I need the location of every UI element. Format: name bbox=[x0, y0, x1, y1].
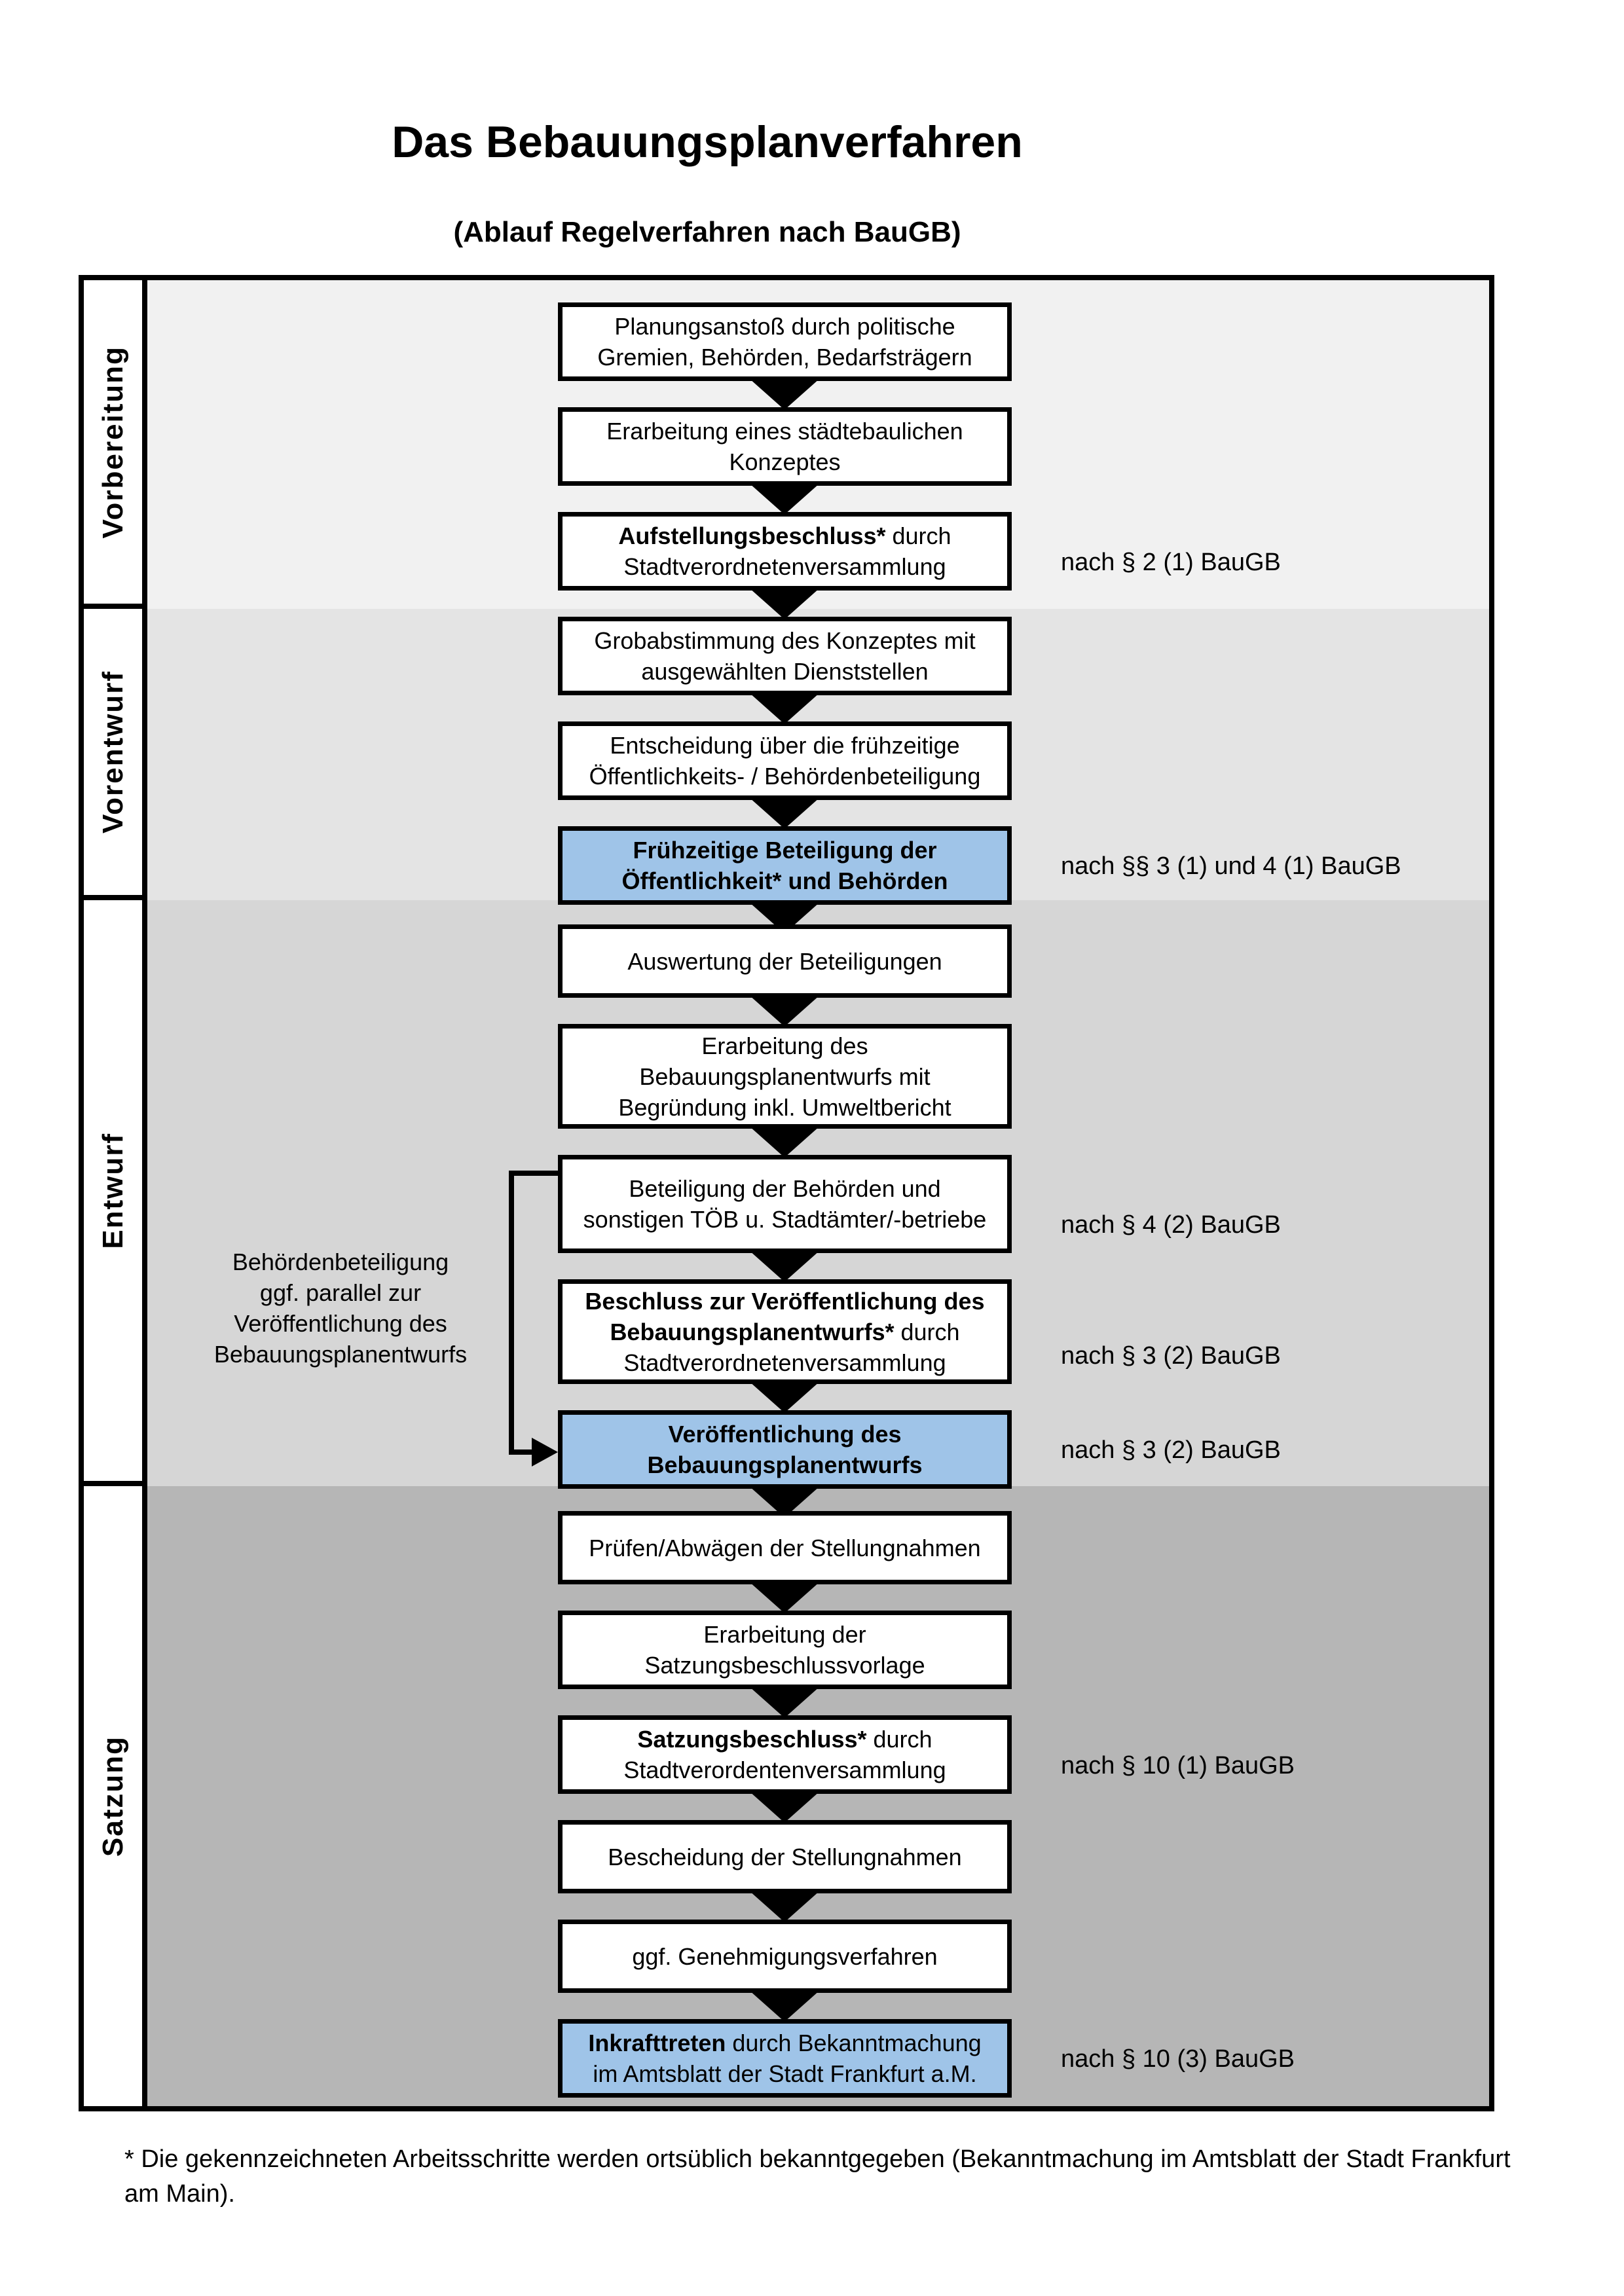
flow-arrow bbox=[749, 588, 820, 619]
step-text-line: Gremien, Behörden, Bedarfsträgern bbox=[597, 344, 972, 371]
step-text-line: Erarbeitung des bbox=[701, 1032, 868, 1059]
step-box: Bescheidung der Stellungnahmen bbox=[558, 1820, 1012, 1893]
flow-arrow bbox=[749, 995, 820, 1027]
step-text-line: Öffentlichkeits- / Behördenbeteiligung bbox=[589, 763, 981, 790]
phase-cell: Satzung bbox=[84, 1486, 147, 2106]
step-box: Grobabstimmung des Konzeptes mit ausgewäh… bbox=[558, 617, 1012, 695]
step-text-line: Stadtverordnetenversammlung bbox=[623, 1349, 946, 1376]
step-text-line: Bebauungsplanentwurfs bbox=[647, 1451, 923, 1478]
step-text-line: Satzungsbeschluss* durch bbox=[637, 1726, 932, 1753]
page-title: Das Bebauungsplanverfahren bbox=[392, 117, 1023, 167]
connector-line bbox=[509, 1171, 514, 1452]
step-text-line: ggf. Genehmigungsverfahren bbox=[632, 1942, 938, 1970]
flow-arrow bbox=[749, 1686, 820, 1718]
step-text-line: Erarbeitung eines städtebaulichen bbox=[606, 418, 963, 445]
flow-arrow bbox=[749, 1126, 820, 1157]
flow-arrow bbox=[749, 1891, 820, 1922]
step-text-line: Beteiligung der Behörden und bbox=[629, 1175, 941, 1202]
step-text-line: Veröffentlichung des bbox=[668, 1421, 902, 1448]
footnote: * Die gekennzeichneten Arbeitsschritte w… bbox=[124, 2145, 1511, 2208]
step-text-line: Begründung inkl. Umweltbericht bbox=[618, 1093, 951, 1121]
law-reference: nach § 10 (3) BauGB bbox=[1061, 2045, 1295, 2073]
phase-label-satzung: Satzung bbox=[96, 1735, 129, 1857]
law-reference: nach § 3 (2) BauGB bbox=[1061, 1436, 1281, 1464]
step-text-line: Konzeptes bbox=[729, 448, 841, 475]
law-reference: nach §§ 3 (1) und 4 (1) BauGB bbox=[1061, 852, 1401, 880]
step-box-highlighted: Inkrafttreten durch Bekanntmachung im Amt… bbox=[558, 2019, 1012, 2098]
step-text-line: Bebauungsplanentwurfs mit bbox=[639, 1063, 931, 1090]
flow-arrow bbox=[749, 483, 820, 515]
connector-line bbox=[509, 1449, 533, 1455]
step-text-line: sonstigen TÖB u. Stadtämter/-betriebe bbox=[583, 1206, 987, 1233]
phase-label-entwurf: Entwurf bbox=[96, 1132, 129, 1249]
flow-arrow bbox=[749, 1791, 820, 1823]
step-text-line: Bebauungsplanentwurfs* durch bbox=[610, 1318, 960, 1345]
step-box: ggf. Genehmigungsverfahren bbox=[558, 1920, 1012, 1993]
step-text-line: Auswertung der Beteiligungen bbox=[627, 947, 942, 975]
step-text-line: Aufstellungsbeschluss* durch bbox=[618, 522, 951, 549]
law-reference: nach § 4 (2) BauGB bbox=[1061, 1211, 1281, 1239]
side-note-line: Veröffentlichung des bbox=[234, 1310, 447, 1337]
step-text-line: Beschluss zur Veröffentlichung des bbox=[585, 1287, 985, 1315]
law-reference: nach § 2 (1) BauGB bbox=[1061, 549, 1281, 576]
side-note-line: Behördenbeteiligung bbox=[232, 1248, 449, 1275]
phase-label-vorbereitung: Vorbereitung bbox=[96, 345, 129, 539]
law-reference: nach § 10 (1) BauGB bbox=[1061, 1752, 1295, 1779]
flow-arrow bbox=[749, 1381, 820, 1413]
flow-arrow bbox=[749, 693, 820, 724]
connector-arrowhead bbox=[532, 1438, 558, 1467]
side-note-line: ggf. parallel zur bbox=[259, 1279, 422, 1306]
step-text-line: Frühzeitige Beteiligung der bbox=[633, 837, 937, 864]
flow-arrow bbox=[749, 378, 820, 410]
step-text-line: Erarbeitung der bbox=[703, 1621, 866, 1648]
step-text-line: im Amtsblatt der Stadt Frankfurt a.M. bbox=[593, 2060, 977, 2087]
step-text-line: ausgewählten Dienststellen bbox=[641, 658, 929, 685]
law-reference: nach § 3 (2) BauGB bbox=[1061, 1342, 1281, 1370]
flow-arrow bbox=[749, 1990, 820, 2022]
step-text-line: Grobabstimmung des Konzeptes mit bbox=[594, 627, 976, 654]
step-box: Auswertung der Beteiligungen bbox=[558, 924, 1012, 998]
step-text-line: Satzungsbeschlussvorlage bbox=[644, 1652, 925, 1679]
flow-arrow bbox=[749, 797, 820, 829]
side-note-line: Bebauungsplanentwurfs bbox=[213, 1341, 468, 1368]
phase-label-vorentwurf: Vorentwurf bbox=[96, 670, 129, 833]
step-box: Beteiligung der Behörden und sonstigen TÖ… bbox=[558, 1155, 1012, 1253]
phase-cell: Entwurf bbox=[84, 900, 147, 1486]
step-text-line: Stadtverordnetenversammlung bbox=[623, 553, 946, 580]
step-text-line: Öffentlichkeit* und Behörden bbox=[621, 867, 948, 894]
step-text-line: Prüfen/Abwägen der Stellungnahmen bbox=[589, 1534, 981, 1561]
step-text-line: Planungsanstoß durch politische bbox=[614, 313, 955, 340]
page-subtitle: (Ablauf Regelverfahren nach BauGB) bbox=[453, 216, 961, 248]
step-text-line: Entscheidung über die frühzeitige bbox=[610, 732, 960, 759]
connector-line bbox=[509, 1171, 558, 1176]
step-text-line: Stadtverordentenversammlung bbox=[623, 1757, 946, 1783]
flow-arrow bbox=[749, 1250, 820, 1282]
phase-cell: Vorbereitung bbox=[84, 280, 147, 609]
step-text-line: Inkrafttreten durch Bekanntmachung bbox=[588, 2030, 982, 2056]
step-text-line: Bescheidung der Stellungnahmen bbox=[608, 1843, 962, 1870]
flow-arrow bbox=[749, 1582, 820, 1613]
phase-cell: Vorentwurf bbox=[84, 609, 147, 900]
step-box: Prüfen/Abwägen der Stellungnahmen bbox=[558, 1511, 1012, 1584]
